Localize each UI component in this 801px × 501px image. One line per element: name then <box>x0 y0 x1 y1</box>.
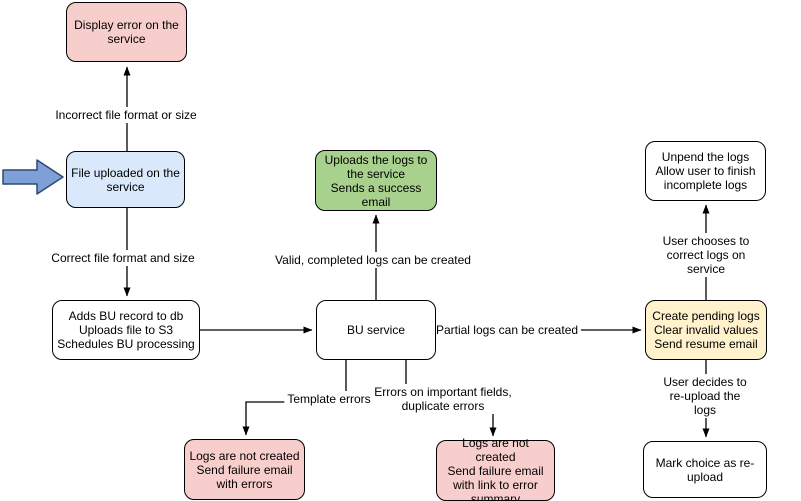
node-file-uploaded-on-service: File uploaded on the service <box>66 151 185 208</box>
edge-label-incorrect-file: Incorrect file format or size <box>52 107 200 123</box>
node-label: Adds BU record to db Uploads file to S3 … <box>57 309 195 351</box>
node-label: Logs are not created Send failure email … <box>447 435 544 501</box>
node-unpend-the-logs: Unpend the logs Allow user to finish inc… <box>645 141 766 201</box>
edge-label-correct-file: Correct file format and size <box>48 250 198 266</box>
node-uploads-logs-success: Uploads the logs to the service Sends a … <box>315 150 437 211</box>
node-logs-not-created-errors: Logs are not created Send failure email … <box>184 439 305 500</box>
node-bu-service: BU service <box>316 300 436 360</box>
edge-label-partial-logs: Partial logs can be created <box>432 322 582 338</box>
node-display-error-on-service: Display error on the service <box>66 2 187 62</box>
edge-label-user-corrects: User chooses to correct logs on service <box>658 233 754 277</box>
node-logs-not-created-summary: Logs are not created Send failure email … <box>436 436 555 501</box>
node-label: BU service <box>346 323 405 337</box>
edge-label-user-reuploads: User decides to re-upload the logs <box>657 374 753 418</box>
node-label: Create pending logs Clear invalid values… <box>652 309 760 351</box>
node-label: Mark choice as re-upload <box>655 455 755 484</box>
node-mark-choice-reupload: Mark choice as re-upload <box>643 441 767 498</box>
node-adds-bu-record: Adds BU record to db Uploads file to S3 … <box>52 300 200 360</box>
node-create-pending-logs: Create pending logs Clear invalid values… <box>645 300 767 360</box>
edge-label-valid-completed: Valid, completed logs can be created <box>272 252 474 268</box>
node-label: File uploaded on the service <box>71 165 180 194</box>
entry-arrow-icon <box>2 159 64 195</box>
node-label: Display error on the service <box>74 18 179 46</box>
edge-label-important-fields: Errors on important fields, duplicate er… <box>371 384 515 414</box>
node-label: Unpend the logs Allow user to finish inc… <box>655 150 756 192</box>
edge-label-template-errors: Template errors <box>284 391 374 407</box>
node-label: Uploads the logs to the service Sends a … <box>324 152 428 209</box>
node-label: Logs are not created Send failure email … <box>189 448 300 491</box>
